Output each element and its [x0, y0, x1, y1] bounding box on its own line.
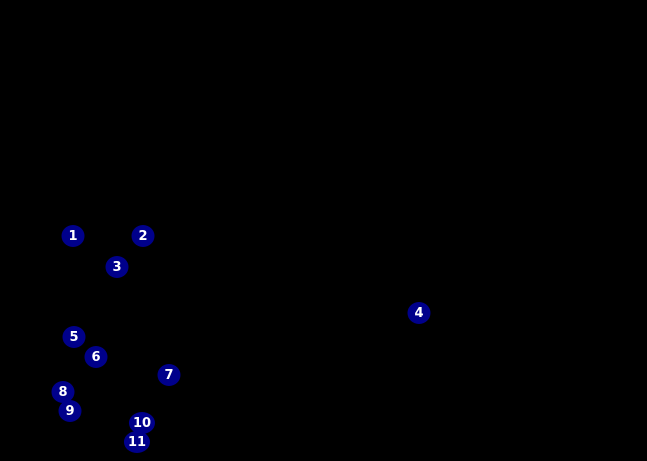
som-marker-number: 6	[91, 349, 101, 365]
som-marker-number: 8	[58, 384, 68, 400]
som-marker-number: 5	[69, 329, 79, 345]
som-marker-number: 7	[164, 367, 174, 383]
som-numbered-marker-8[interactable]: 8	[51, 381, 75, 403]
som-numbered-marker-4[interactable]: 4	[407, 302, 431, 324]
som-numbered-marker-9[interactable]: 9	[58, 400, 82, 422]
som-marker-number: 10	[132, 415, 152, 431]
som-numbered-marker-7[interactable]: 7	[157, 364, 181, 386]
som-marker-number: 2	[138, 228, 148, 244]
som-marker-number: 11	[127, 434, 147, 450]
som-numbered-marker-2[interactable]: 2	[131, 225, 155, 247]
som-numbered-marker-11[interactable]: 11	[123, 431, 151, 453]
som-numbered-marker-6[interactable]: 6	[84, 346, 108, 368]
som-numbered-marker-10[interactable]: 10	[128, 412, 156, 434]
som-marker-number: 3	[112, 259, 122, 275]
som-marker-number: 1	[68, 228, 78, 244]
som-numbered-marker-3[interactable]: 3	[105, 256, 129, 278]
som-numbered-marker-5[interactable]: 5	[62, 326, 86, 348]
som-marker-number: 9	[65, 403, 75, 419]
som-marker-number: 4	[414, 305, 424, 321]
som-numbered-marker-1[interactable]: 1	[61, 225, 85, 247]
